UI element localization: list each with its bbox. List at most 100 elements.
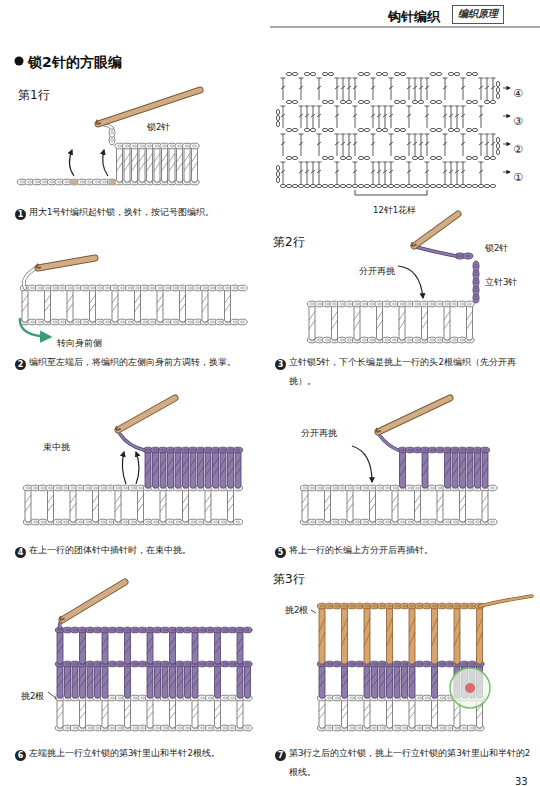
chain-symbol: [436, 184, 441, 187]
step-caption: 用大1号针编织起针锁，换针，按记号图编织。: [29, 207, 214, 217]
chain-stitch-eye: [117, 145, 121, 147]
stitch-twist: [125, 704, 131, 719]
double-crochet-symbol: [419, 78, 424, 100]
double-crochet-stitch: [57, 630, 63, 664]
chain-stitch-eye: [101, 487, 105, 489]
stitch-twist: [432, 704, 438, 719]
double-crochet-stitch: [437, 488, 443, 522]
double-crochet-symbol: [353, 134, 358, 156]
chain-symbol: [358, 156, 363, 159]
chain-stitch-eye: [230, 663, 234, 665]
double-crochet-stitch: [95, 664, 101, 698]
chain-symbol: [466, 156, 471, 159]
chain-stitch-eye: [33, 487, 37, 489]
double-crochet-symbol: [311, 162, 316, 184]
double-crochet-stitch: [169, 146, 175, 182]
chain-stitch-eye: [437, 339, 441, 341]
double-crochet-symbol: [377, 106, 382, 128]
chain-symbol: [436, 128, 441, 131]
stitch-twist: [237, 637, 243, 654]
chain-stitch-eye: [153, 449, 157, 451]
stitch-twist: [202, 295, 208, 312]
chain-stitch-eye: [56, 521, 60, 523]
leader-line: [311, 610, 316, 613]
stitch-twist: [394, 671, 400, 688]
double-crochet-symbol: [299, 134, 304, 156]
double-crochet-symbol: [461, 106, 466, 128]
row-heading-holder: 第3行: [273, 568, 305, 587]
double-crochet-stitch: [319, 606, 325, 664]
chain-symbol: [382, 184, 387, 187]
double-crochet-stitch: [370, 488, 376, 522]
chain-stitch-eye: [131, 521, 135, 523]
chain-stitch-eye: [163, 629, 167, 631]
chain-stitch-eye: [240, 287, 244, 289]
stitch-twist: [342, 618, 348, 647]
chain-stitch-eye: [60, 321, 64, 323]
chain-stitch-eye: [221, 521, 225, 523]
double-crochet-symbol: [425, 106, 430, 128]
chain-stitch-eye: [41, 521, 45, 523]
stitch-twist: [45, 295, 51, 312]
chain-stitch-eye: [150, 287, 154, 289]
row-arrow: [503, 88, 510, 89]
double-crochet-stitch: [147, 664, 153, 698]
chain-symbol: [328, 72, 333, 75]
leader-line: [48, 692, 57, 699]
chain-stitch-eye: [490, 487, 494, 489]
chain-stitch-eye: [93, 487, 97, 489]
crochet-hook-outline: [62, 582, 125, 620]
chain-symbol: [484, 100, 489, 103]
chain-stitch-eye: [73, 663, 77, 665]
chain-stitch-eye: [95, 727, 99, 729]
stitch-twist: [342, 671, 348, 688]
chain-stitch-eye: [75, 321, 79, 323]
double-crochet-symbol: [425, 162, 430, 184]
chain-stitch-eye: [65, 663, 69, 665]
chain-stitch: [243, 725, 252, 731]
chain-stitch-eye: [417, 727, 421, 729]
chain-stitch-eye: [35, 181, 39, 183]
double-crochet-stitch: [160, 488, 166, 522]
stitch-twist: [319, 618, 325, 647]
stitch-twist: [477, 618, 483, 647]
row-heading: 第2行: [273, 235, 305, 249]
chain-symbol: [286, 72, 291, 75]
double-crochet-stitch: [168, 450, 174, 488]
double-crochet-symbol: [389, 162, 394, 184]
stitch-twist: [215, 704, 221, 719]
chain-stitch-eye: [468, 521, 472, 523]
double-crochet-stitch: [57, 664, 63, 698]
stitch-twist: [139, 153, 145, 171]
double-crochet-stitch: [67, 288, 73, 322]
chain-symbol: [376, 72, 381, 75]
chain-symbol: [424, 184, 429, 187]
chain-symbol: [376, 184, 381, 187]
stitch-twist: [25, 495, 31, 512]
stitch-twist: [80, 671, 86, 688]
row-number: ①: [512, 171, 524, 184]
chain-stitch-eye: [185, 145, 189, 147]
double-crochet-stitch: [364, 664, 370, 698]
chain-stitch-eye: [140, 697, 144, 699]
chain-stitch-eye: [475, 521, 479, 523]
chain-stitch-eye: [425, 663, 429, 665]
chain-stitch-eye: [88, 663, 92, 665]
figure-5: [300, 398, 497, 525]
double-crochet-stitch: [132, 146, 138, 182]
step-number-holder: 4: [15, 540, 26, 559]
chain-stitch-eye: [101, 521, 105, 523]
chain-stitch-eye: [80, 181, 84, 183]
stitch-twist: [387, 671, 393, 688]
double-crochet-stitch: [80, 630, 86, 664]
double-crochet-symbol: [425, 134, 430, 156]
double-crochet-stitch: [190, 450, 196, 488]
double-crochet-stitch: [387, 606, 393, 664]
chain-stitch-eye: [65, 181, 69, 183]
chain-symbol: [466, 184, 471, 187]
section-heading: 锁2针的方眼编: [28, 54, 122, 70]
double-crochet-stitch: [45, 288, 51, 322]
chain-stitch-eye: [213, 449, 217, 451]
chain-stitch-eye: [327, 663, 331, 665]
